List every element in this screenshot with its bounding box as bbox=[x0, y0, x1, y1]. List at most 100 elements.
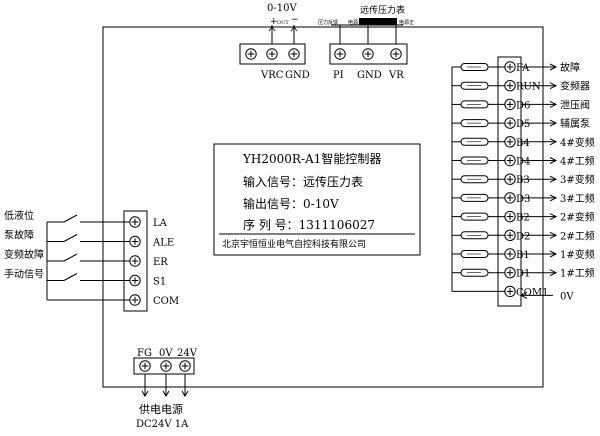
power-terminal-block: FG 0V 24V 供电电源 DC24V 1A bbox=[133, 348, 198, 430]
output-terminal-row: D3 3#工频 bbox=[452, 192, 595, 205]
input-signal-text: 输入信号：远传压力表 bbox=[243, 174, 363, 189]
gauge-terminal-block: PI GND VR bbox=[329, 43, 408, 81]
arrow-right-icon bbox=[549, 250, 558, 258]
gauge-mid-label: 电源负 bbox=[348, 19, 363, 26]
input-desc-label: 低液位 bbox=[4, 209, 34, 222]
gauge-left-label: 压力反馈 bbox=[318, 19, 338, 26]
input-terminal-row: ER 变频故障 bbox=[4, 248, 168, 268]
output-terminal-screw[interactable] bbox=[504, 154, 516, 167]
power-fg-label: FG bbox=[137, 348, 152, 359]
pi-screw[interactable] bbox=[334, 48, 346, 60]
switch-contact bbox=[63, 234, 78, 242]
output-terminal-row: D5 辅属泵 bbox=[452, 117, 590, 130]
output-desc-label: 3#工频 bbox=[560, 192, 595, 205]
input-desc-label: 变频故障 bbox=[4, 248, 44, 261]
gnd-screw[interactable] bbox=[288, 48, 300, 60]
output-terminal-screw[interactable] bbox=[504, 210, 516, 223]
input-terminal-label: COM bbox=[153, 296, 179, 307]
vr-screw[interactable] bbox=[390, 48, 402, 60]
arrow-right-icon bbox=[549, 82, 558, 90]
output-desc-label: 辅属泵 bbox=[560, 117, 590, 130]
arrow-right-icon bbox=[549, 213, 558, 221]
input-desc-label: 泵故障 bbox=[4, 229, 34, 242]
output-terminal-screw[interactable] bbox=[504, 248, 516, 260]
output-desc-label: 0V bbox=[560, 291, 574, 302]
arrow-right-icon bbox=[549, 119, 558, 127]
input-terminal-row: COM bbox=[47, 294, 179, 307]
terminal-gnd2-label: GND bbox=[357, 70, 382, 81]
output-terminal-screw[interactable] bbox=[504, 80, 516, 92]
serial-number-text: 序 列 号：1311106027 bbox=[243, 217, 375, 232]
output-desc-label: 3#变频 bbox=[560, 173, 595, 186]
input-terminal-screw[interactable] bbox=[129, 235, 141, 248]
output-terminal-row: RUN 变频器 bbox=[452, 80, 590, 93]
switch-contact bbox=[63, 214, 78, 223]
fg-screw[interactable] bbox=[139, 360, 151, 372]
output-terminal-screw[interactable] bbox=[504, 192, 516, 204]
output-desc-label: 1#工频 bbox=[560, 267, 595, 280]
output-terminal-label: D5 bbox=[516, 119, 530, 130]
output-desc-label: 4#变频 bbox=[560, 136, 595, 149]
input-terminal-screw[interactable] bbox=[129, 216, 141, 228]
output-terminal-label: B1 bbox=[516, 250, 530, 261]
output-terminal-screw[interactable] bbox=[504, 267, 516, 279]
arrow-right-icon bbox=[549, 269, 558, 277]
terminal-vr-label: VR bbox=[388, 70, 404, 81]
gauge-gnd-screw[interactable] bbox=[362, 48, 374, 60]
input-terminal-screw[interactable] bbox=[129, 294, 141, 306]
twentyfour-v-screw[interactable] bbox=[179, 360, 191, 372]
input-terminal-label: ALE bbox=[152, 238, 174, 249]
output-desc-label: 变频器 bbox=[560, 80, 590, 93]
signal-plus-label: + bbox=[270, 17, 278, 27]
power-spec: DC24V 1A bbox=[136, 419, 189, 430]
output-terminal-label: B2 bbox=[516, 213, 530, 224]
terminal-gnd-label: GND bbox=[285, 70, 310, 81]
switch-contact bbox=[63, 253, 78, 262]
output-terminal-row: FA 故障 bbox=[452, 61, 580, 74]
arrow-right-icon bbox=[549, 194, 558, 202]
output-terminal-screw[interactable] bbox=[504, 173, 516, 185]
output-signal-text: 输出信号：0-10V bbox=[243, 196, 339, 211]
output-terminal-screw[interactable] bbox=[504, 98, 516, 111]
input-desc-label: 手动信号 bbox=[4, 268, 44, 281]
output-terminal-screw[interactable] bbox=[504, 117, 516, 129]
switch-contact bbox=[63, 273, 78, 281]
input-terminal-screw[interactable] bbox=[129, 274, 141, 287]
power-caption: 供电电源 bbox=[139, 402, 183, 416]
controller-model: YH2000R-A1智能控制器 bbox=[242, 151, 381, 166]
output-terminal-screw[interactable] bbox=[504, 136, 516, 148]
arrow-left-icon bbox=[519, 291, 528, 299]
remote-gauge-group: 远传压力表 压力反馈 电源负 电源正 bbox=[318, 4, 414, 49]
gauge-right-label: 电源正 bbox=[399, 19, 414, 26]
arrow-right-icon bbox=[549, 175, 558, 183]
input-terminal-row: LA 低液位 bbox=[4, 209, 168, 229]
output-terminal-screw[interactable] bbox=[504, 285, 516, 298]
terminal-pi-label: PI bbox=[333, 70, 344, 81]
analog-output-group: 0-10V + OUT − bbox=[267, 3, 299, 49]
output-desc-label: 故障 bbox=[560, 61, 580, 74]
output-desc-label: 2#变频 bbox=[560, 211, 595, 224]
output-terminal-screw[interactable] bbox=[504, 61, 516, 73]
terminal-vrc-label: VRC bbox=[260, 70, 284, 81]
vrc-screw[interactable] bbox=[266, 48, 278, 60]
input-terminal-screw[interactable] bbox=[129, 255, 141, 267]
input-terminal-label: ER bbox=[153, 257, 168, 268]
output-terminal-label: B4 bbox=[516, 138, 530, 149]
output-terminal-label: B3 bbox=[516, 175, 530, 186]
input-terminal-label: LA bbox=[153, 218, 168, 229]
output-terminal-label: RUN bbox=[516, 82, 541, 93]
zero-v-screw[interactable] bbox=[160, 360, 172, 372]
output-terminal-row: B3 3#变频 bbox=[452, 173, 595, 186]
gauge-title: 远传压力表 bbox=[360, 4, 405, 16]
output-terminal-screw[interactable] bbox=[504, 229, 516, 241]
output-terminal-label: FA bbox=[516, 63, 530, 74]
output-desc-label: 泄压阀 bbox=[560, 98, 590, 111]
signal-out-label: OUT bbox=[277, 20, 289, 26]
output-terminal-label: D3 bbox=[516, 194, 530, 205]
